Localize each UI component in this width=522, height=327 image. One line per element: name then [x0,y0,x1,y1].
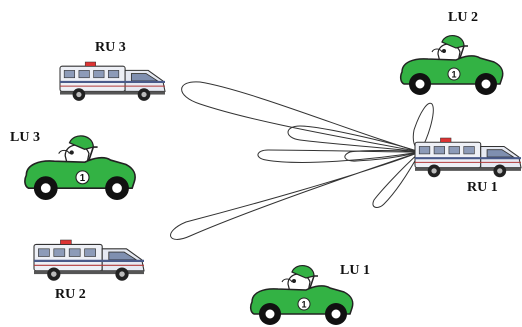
beam-sidelobe-upper [287,125,421,153]
label-ru3: RU 3 [95,40,126,55]
node-ru1-van [413,136,522,179]
beam-pattern [170,81,434,240]
node-ru3-van [58,60,167,102]
beam-lobe-lu2 [412,102,434,153]
node-ru2-van [32,238,146,282]
label-lu1: LU 1 [340,263,370,278]
label-lu2: LU 2 [448,10,478,25]
node-lu2-car [399,34,504,96]
beam-lobe-lu3 [257,149,421,163]
label-ru1: RU 1 [467,180,498,195]
label-ru2: RU 2 [55,287,86,302]
beam-lobe-ru3 [181,81,421,153]
beam-sidelobe-mid [344,150,421,162]
label-lu3: LU 3 [10,130,40,145]
node-lu3-car [24,135,136,201]
beam-sidelobe-lower [372,151,421,208]
beam-lobe-ru2 [170,151,421,240]
node-lu1-car [249,264,354,326]
